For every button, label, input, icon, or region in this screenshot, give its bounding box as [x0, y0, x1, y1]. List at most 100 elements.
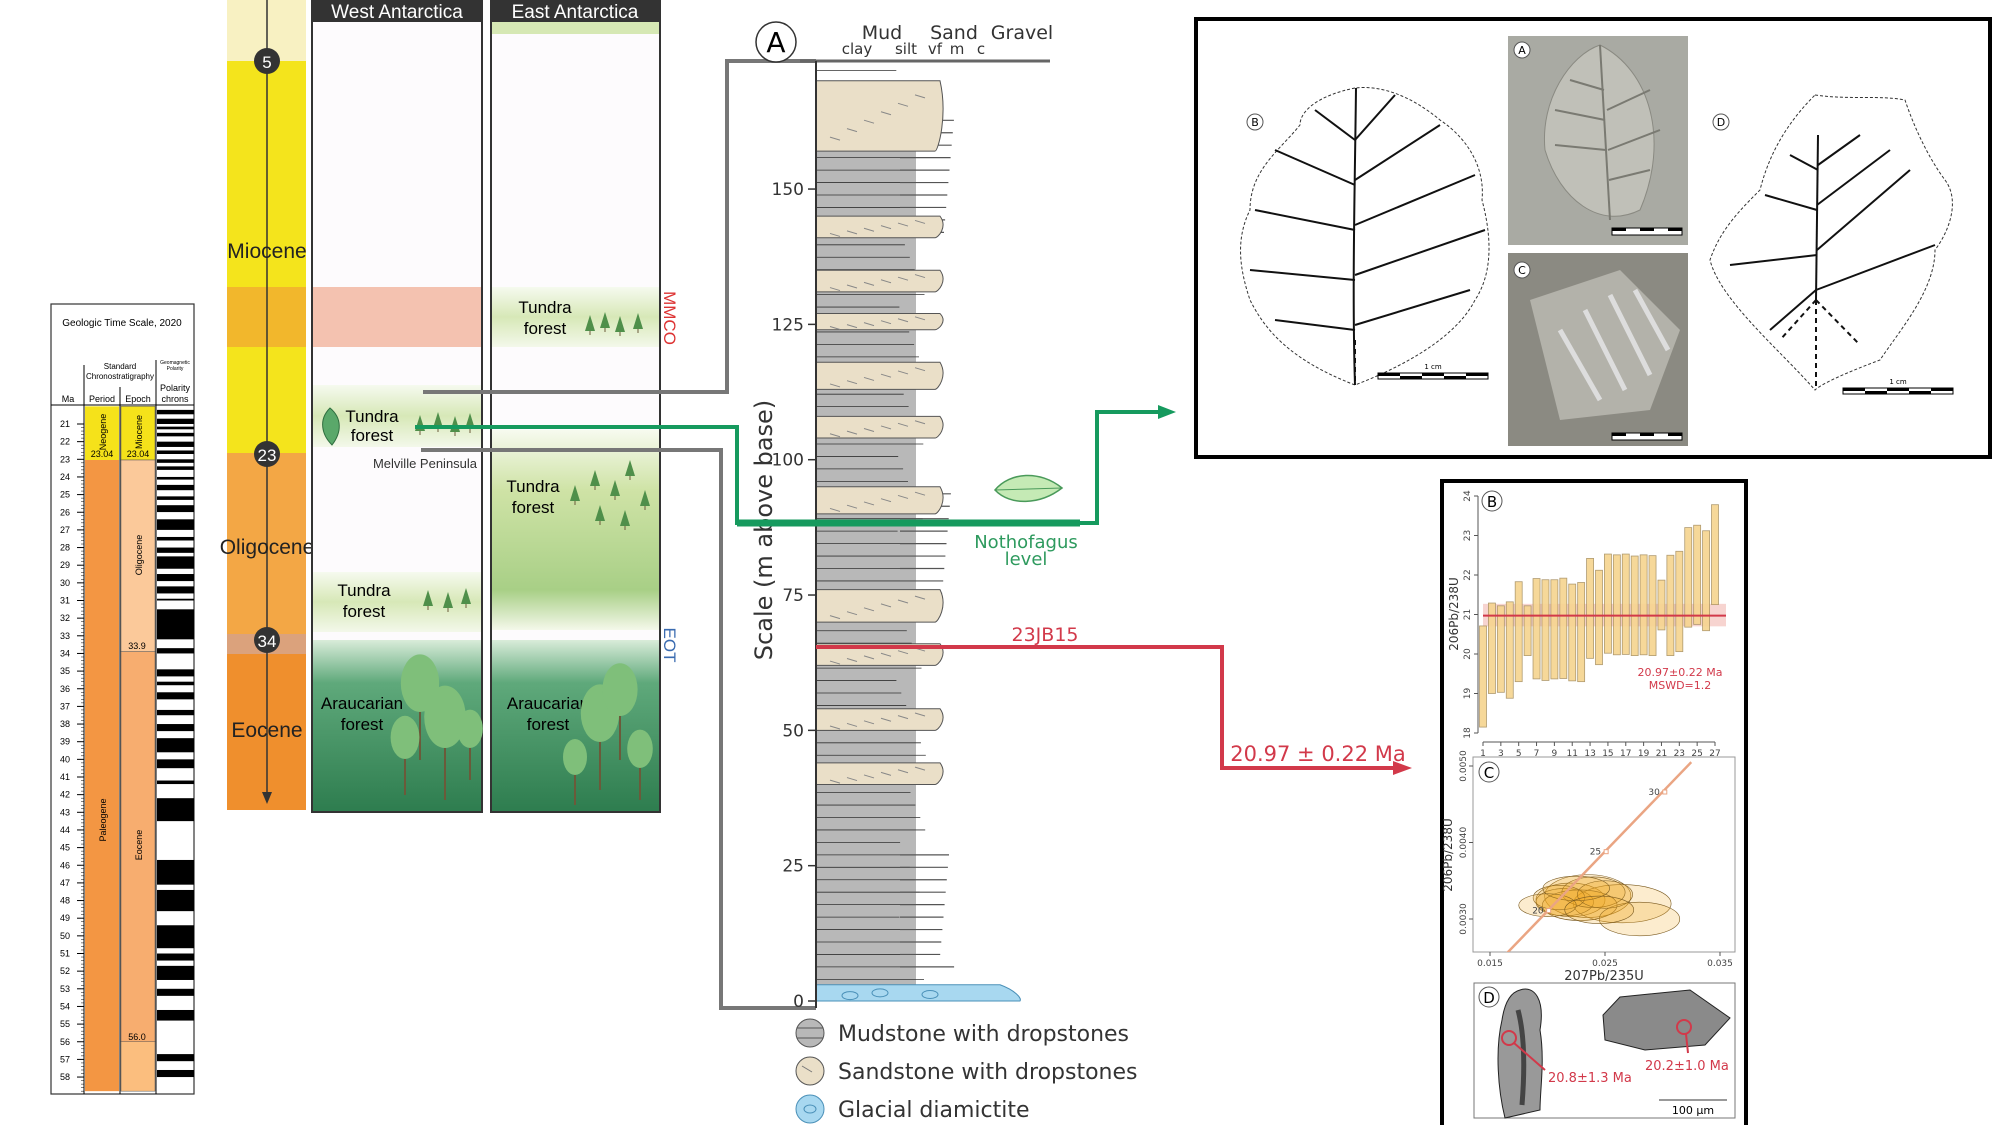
normal-polarity-chron — [157, 1054, 194, 1062]
section-tick-label: 0 — [793, 992, 804, 1012]
dropstone-dash — [897, 102, 909, 107]
section-tick-label: 150 — [772, 180, 804, 200]
age-bar — [1505, 601, 1514, 699]
ma-tick-label: 52 — [60, 966, 70, 976]
dropstone-dash — [846, 777, 858, 782]
age-bar — [1711, 504, 1719, 606]
geomag-header-2: Polarity — [167, 366, 184, 372]
zircon-images-d: D 20.8±1.3 Ma 20.2±1.0 Ma 100 µm — [1473, 982, 1736, 1119]
period-band — [85, 406, 119, 461]
tundra-zone-west — [313, 572, 481, 632]
dropstone-dash — [863, 376, 875, 381]
normal-polarity-chron — [157, 556, 194, 569]
legend-mudstone: Mudstone with dropstones — [838, 1022, 1129, 1047]
dropstone-dash — [880, 498, 892, 503]
normal-polarity-chron — [157, 965, 194, 980]
glacial-diamictite — [815, 984, 1021, 1002]
dropstone-dash — [914, 219, 926, 224]
dropstone-dash — [846, 230, 858, 235]
ma-tick-label: 24 — [60, 472, 70, 482]
dropstone-dash — [880, 279, 892, 284]
normal-polarity-chron — [157, 798, 194, 822]
araucaria-tree-icon — [563, 739, 587, 775]
dropstone-dash — [914, 491, 926, 496]
dropstone-dash — [880, 425, 892, 430]
zircon-age-2: 20.2±1.0 Ma — [1645, 1059, 1729, 1074]
ma-tick-label: 49 — [60, 913, 70, 923]
ma-tick-label: 38 — [60, 719, 70, 729]
sample-connector — [816, 645, 1395, 770]
epoch-header: Epoch — [125, 394, 151, 404]
epoch-label-eocene: Eocene — [231, 719, 302, 742]
section-axis-label: Scale (m above base) — [750, 400, 778, 660]
boundary-marker — [254, 441, 280, 467]
dropstone-dash — [863, 774, 875, 779]
dropstone-dash — [863, 720, 875, 725]
dropstone-dash — [914, 274, 926, 279]
ma-tick-label: 31 — [60, 596, 70, 606]
age-bar — [1657, 579, 1666, 631]
mudstone-swatch-icon — [795, 1018, 825, 1048]
tree-icon — [570, 485, 580, 501]
nothofagus-label: Nothofagus — [974, 532, 1078, 553]
tree-icon — [433, 412, 443, 428]
dropstone-dash — [880, 373, 892, 378]
age-bar — [1488, 602, 1496, 694]
normal-polarity-chron — [157, 519, 194, 530]
normal-polarity-chron — [157, 648, 194, 654]
dropstone-dash — [897, 370, 909, 375]
scale-label-d: 1 cm — [1889, 378, 1907, 386]
tree-icon — [423, 590, 433, 606]
dropstone-dash — [880, 603, 892, 608]
label-d-badge — [1478, 986, 1500, 1008]
araucarian-label-east-2: forest — [527, 715, 570, 734]
araucarian-label-west: Araucarian — [321, 694, 403, 713]
boundary-34: 34 — [258, 632, 277, 651]
normal-polarity-chron — [157, 681, 194, 686]
normal-polarity-chron — [157, 598, 194, 601]
dropstone-dash — [846, 430, 858, 435]
tree-icon — [585, 315, 595, 331]
sandstone-bed — [815, 643, 944, 666]
dropstone-dash — [846, 284, 858, 289]
eot-label: EOT — [660, 628, 679, 663]
age-bar — [1595, 569, 1603, 666]
legend-diamictite: Glacial diamictite — [838, 1098, 1030, 1123]
age-bar — [1684, 527, 1693, 628]
tundra-label-west: Tundra — [345, 407, 399, 426]
araucaria-tree-icon — [390, 715, 420, 760]
y-tick-label: 0.0050 — [1459, 750, 1469, 782]
y-tick-label: 0.0040 — [1459, 826, 1469, 858]
std-header-1: Standard — [104, 362, 136, 371]
tundra-label-east-2: forest — [512, 498, 555, 517]
concordia-age-label: 30 — [1648, 788, 1660, 798]
grain-c: c — [977, 40, 985, 58]
dropstone-dash — [880, 111, 892, 116]
ma-tick-label: 25 — [60, 490, 70, 500]
ma-tick-label: 39 — [60, 737, 70, 747]
normal-polarity-chron — [157, 441, 194, 447]
swatch-dash — [801, 1065, 813, 1073]
section-legend: Mudstone with dropstones Sandstone with … — [795, 1018, 1137, 1124]
tundra-strip-east — [492, 22, 659, 34]
ma-tick-label: 36 — [60, 684, 70, 694]
y-tick-label: 23 — [1463, 530, 1473, 541]
tree-icon — [640, 490, 650, 506]
zircon-grain-2 — [1602, 989, 1731, 1051]
x-axis-label: 207Pb/235U — [1564, 969, 1644, 984]
epoch-band — [120, 1041, 156, 1092]
age-bar — [1612, 554, 1621, 656]
dropstone-dash — [880, 225, 892, 230]
ma-tick-label: 56 — [60, 1037, 70, 1047]
epoch-band — [120, 406, 156, 461]
age-bar — [1514, 581, 1523, 683]
panel-c-label: C — [1484, 764, 1494, 782]
normal-polarity-chron — [157, 496, 194, 500]
sandstone-bed — [815, 708, 944, 731]
y-tick-label: 18 — [1463, 727, 1473, 739]
polarity-header-1: Polarity — [160, 383, 191, 393]
tree-icon — [625, 460, 635, 476]
dropstone-dash — [897, 650, 909, 655]
araucaria-tree-icon — [602, 663, 638, 716]
x-tick-label: 7 — [1534, 749, 1540, 759]
